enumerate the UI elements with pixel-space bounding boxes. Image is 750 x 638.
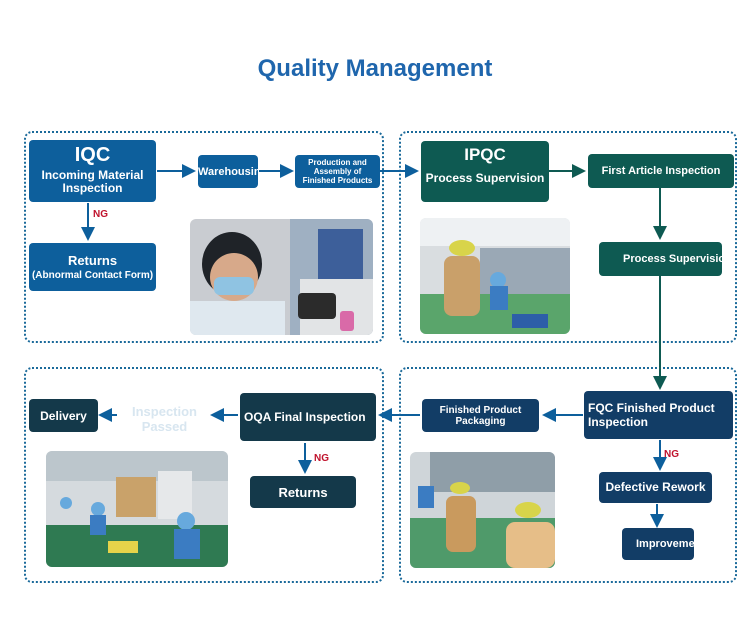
process-supervision-box: Process Supervision	[599, 242, 722, 276]
packaging-label: Finished Product Packaging	[439, 404, 522, 427]
inspector-with-magnifier-image	[190, 219, 373, 335]
oqa-returns-label: Returns	[278, 484, 328, 500]
inspection-workshop-image	[46, 451, 228, 567]
improvement-label: Improvement	[636, 538, 694, 550]
oqa-returns-box: Returns	[250, 476, 356, 508]
ipqc-production-line-photo	[420, 218, 570, 334]
ipqc-subtitle: Process Supervision	[425, 171, 545, 185]
fqc-arrows	[378, 408, 667, 528]
iqc-returns-note: (Abnormal Contact Form)	[31, 270, 154, 281]
process-supervision-label: Process Supervision	[623, 253, 722, 265]
first-article-box: First Article Inspection	[588, 154, 734, 188]
oqa-panel	[24, 367, 384, 583]
iqc-inspection-photo	[190, 219, 373, 335]
assembly-line-image	[420, 218, 570, 334]
packaging-workers-image	[410, 452, 555, 568]
fqc-packaging-photo	[410, 452, 555, 568]
iqc-returns-title: Returns	[67, 253, 118, 268]
iqc-arrows	[81, 164, 419, 241]
ipqc-panel	[399, 131, 737, 343]
inspection-passed-label: Inspection Passed	[117, 404, 212, 434]
iqc-returns-box: Returns (Abnormal Contact Form)	[29, 243, 156, 291]
delivery-label: Delivery	[40, 408, 87, 423]
production-label: Production and Assembly of Finished Prod…	[302, 158, 373, 185]
page-title: Quality Management	[257, 55, 493, 82]
ipqc-arrows	[549, 164, 667, 390]
iqc-subtitle: Incoming Material Inspection	[41, 168, 144, 195]
delivery-box: Delivery	[29, 399, 98, 432]
production-box: Production and Assembly of Finished Prod…	[295, 155, 380, 188]
warehousing-box: Warehousing	[198, 155, 258, 188]
defective-rework-box: Defective Rework	[599, 472, 712, 503]
iqc-panel	[24, 131, 384, 343]
first-article-label: First Article Inspection	[601, 165, 721, 177]
fqc-ng-label: NG	[664, 449, 679, 460]
oqa-arrows	[98, 408, 312, 474]
iqc-box: IQC Incoming Material Inspection	[29, 140, 156, 202]
defective-rework-label: Defective Rework	[605, 480, 706, 494]
fqc-box: FQC Finished Product Inspection	[584, 391, 733, 439]
fqc-panel	[399, 367, 737, 583]
iqc-title: IQC	[74, 144, 111, 166]
iqc-ng-label: NG	[93, 209, 108, 220]
ipqc-box: IPQC Process Supervision	[421, 141, 549, 202]
ipqc-title: IPQC	[464, 145, 506, 164]
packaging-box: Finished Product Packaging	[422, 399, 539, 432]
inspection-passed-text: Inspection Passed	[131, 404, 197, 434]
oqa-title: OQA Final Inspection	[244, 410, 366, 424]
oqa-ng-label: NG	[314, 453, 329, 464]
oqa-box: OQA Final Inspection	[240, 393, 376, 441]
fqc-title: FQC Finished Product Inspection	[588, 401, 715, 429]
warehousing-label: Warehousing	[198, 165, 258, 178]
oqa-workshop-photo	[46, 451, 228, 567]
improvement-box: Improvement	[622, 528, 694, 560]
